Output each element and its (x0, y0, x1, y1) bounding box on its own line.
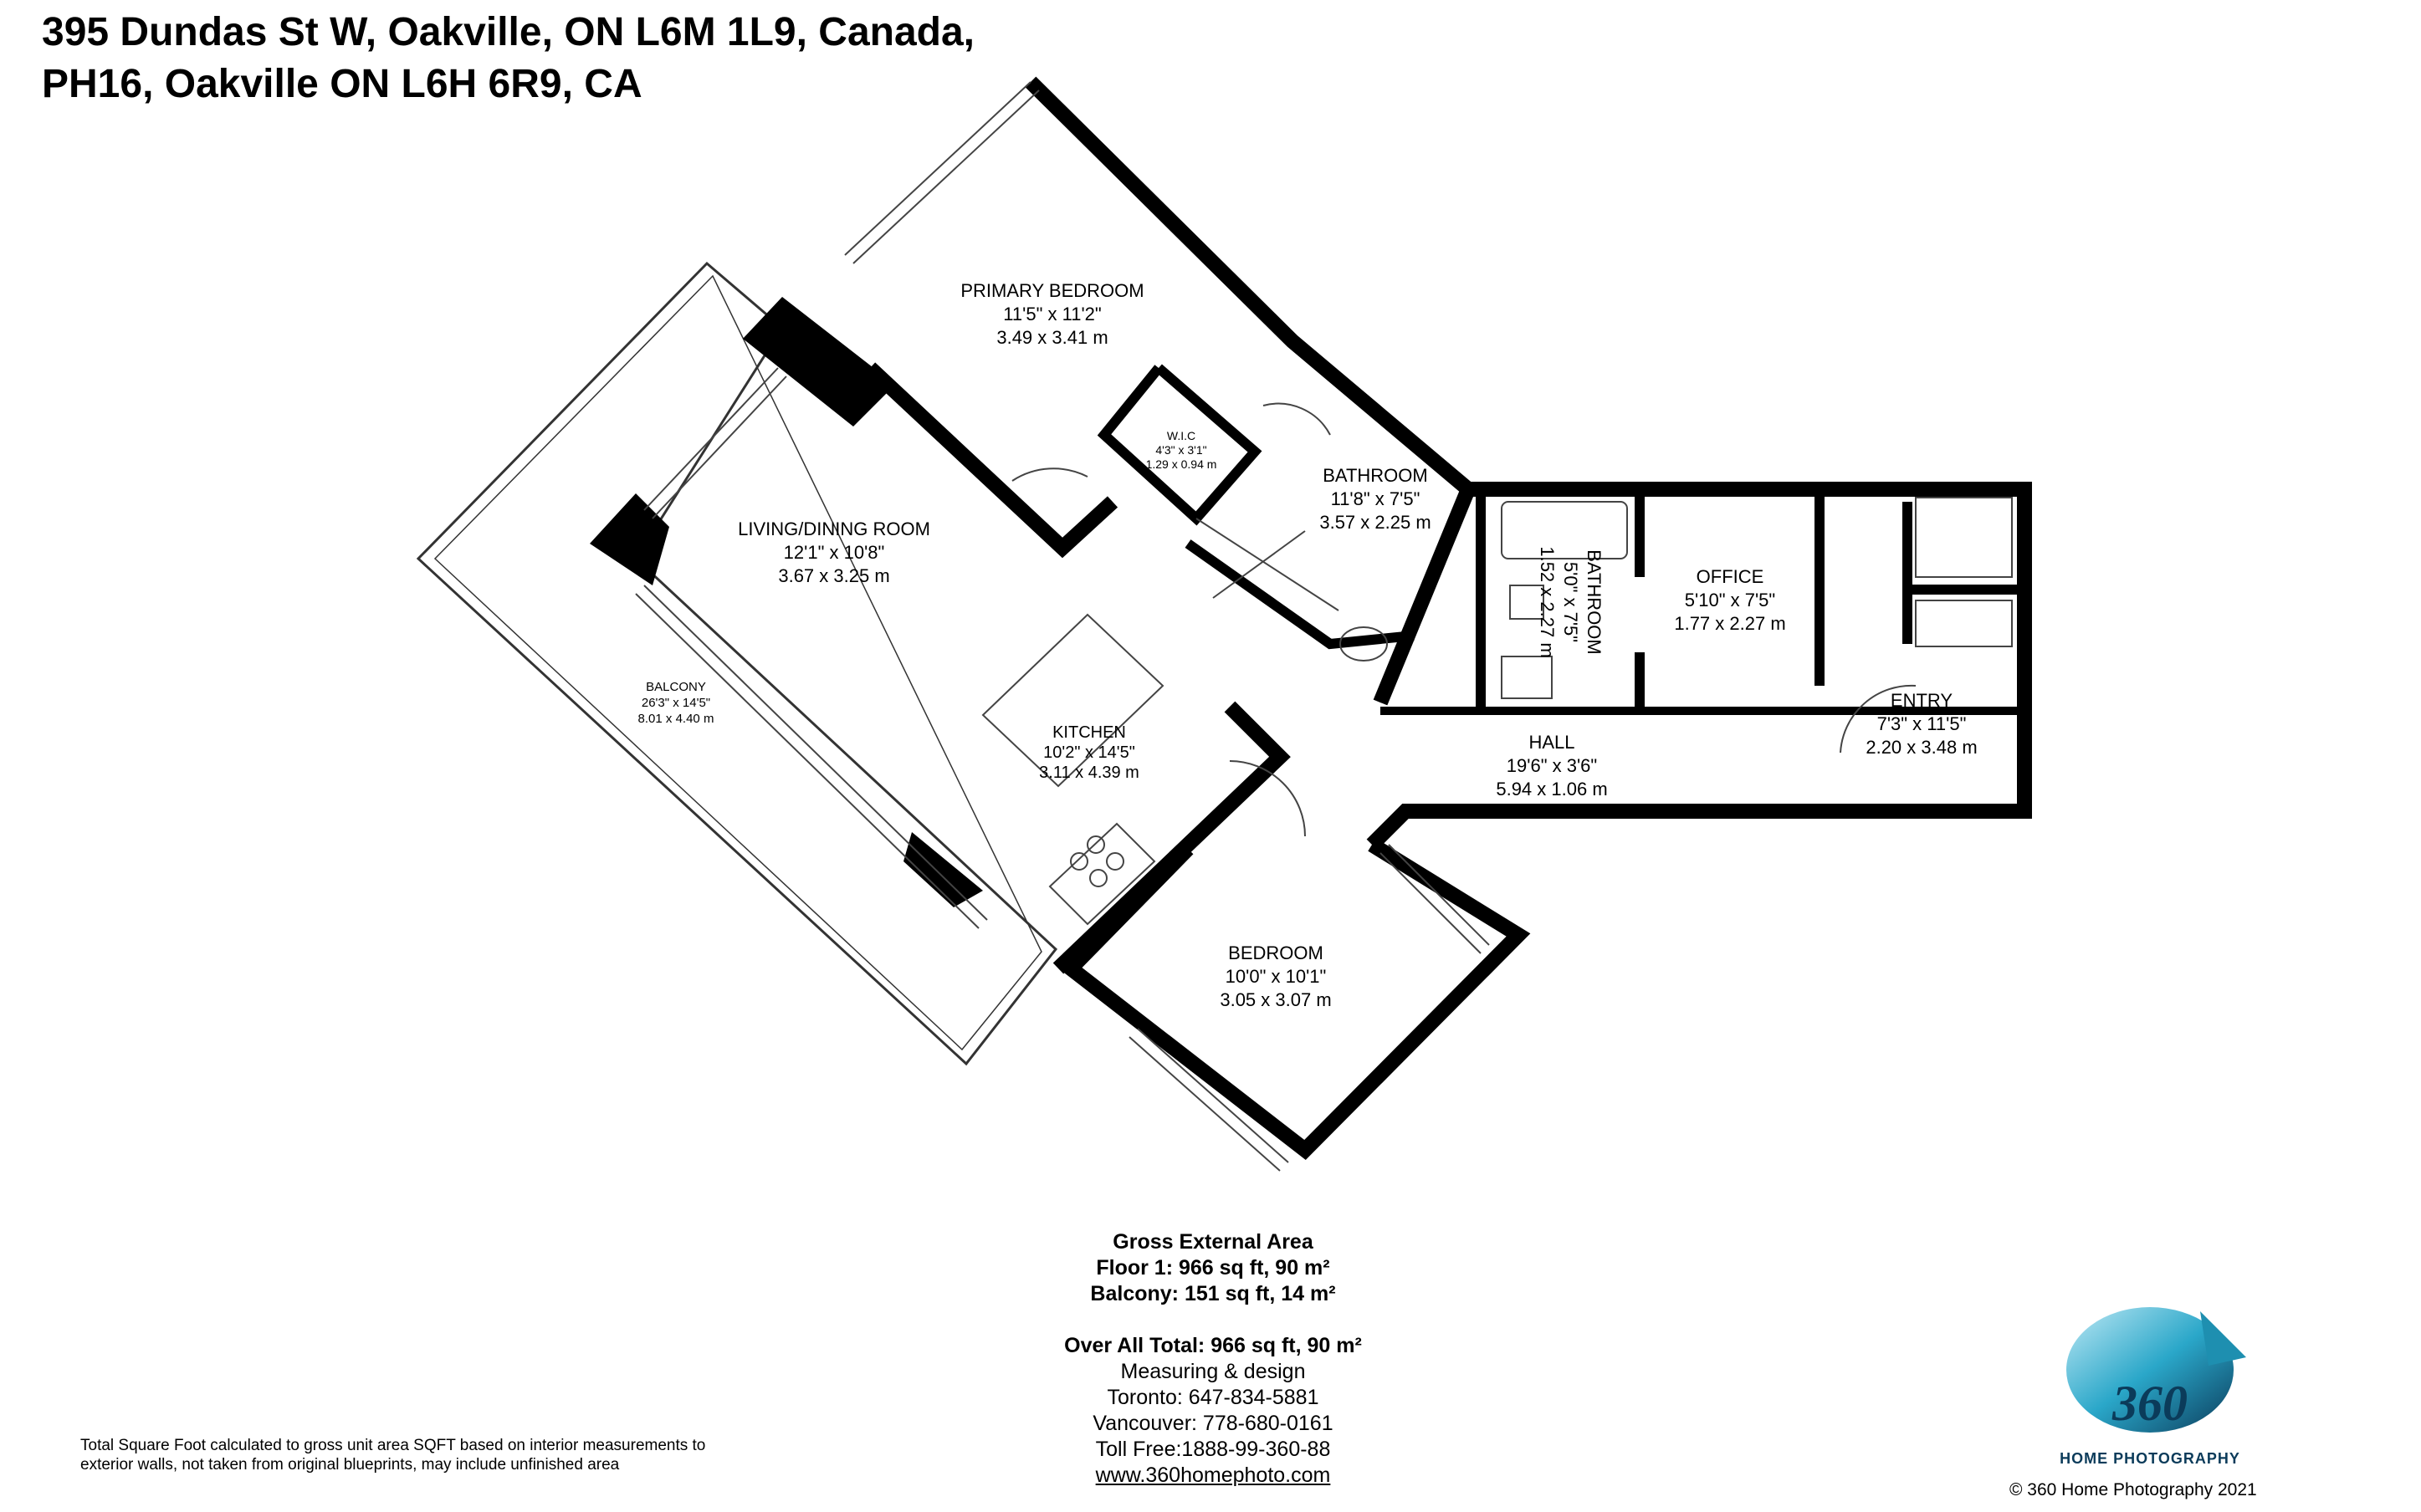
phone-tollfree: Toll Free:1888-99-360-88 (1095, 1438, 1331, 1461)
room-imperial: 5'0" x 7'5" (1560, 562, 1581, 642)
room-imperial: 5'10" x 7'5" (1685, 590, 1775, 610)
fixtures (981, 402, 2013, 926)
room-balcony: BALCONY 26'3" x 14'5" 8.01 x 4.40 m (638, 680, 714, 726)
room-imperial: 26'3" x 14'5" (642, 696, 710, 710)
room-name: KITCHEN (1052, 723, 1126, 742)
room-wic: W.I.C 4'3" x 3'1" 1.29 x 0.94 m (1146, 429, 1217, 471)
company-logo: 360 Home Photography (2041, 1286, 2259, 1479)
logo-number: 360 (2111, 1376, 2188, 1431)
copyright-text: © 360 Home Photography 2021 (2009, 1480, 2257, 1499)
area-floor1: Floor 1: 966 sq ft, 90 m² (1096, 1256, 1330, 1280)
room-name: BEDROOM (1228, 942, 1323, 963)
area-total: Over All Total: 966 sq ft, 90 m² (1064, 1334, 1362, 1357)
room-name: BALCONY (646, 680, 706, 694)
room-imperial: 7'3" x 11'5" (1877, 713, 1967, 734)
website-link[interactable]: www.360homephoto.com (1095, 1463, 1331, 1487)
room-entry: ENTRY 7'3" x 11'5" 2.20 x 3.48 m (1866, 690, 1977, 758)
room-imperial: 4'3" x 3'1" (1155, 443, 1206, 457)
room-name: W.I.C (1167, 429, 1195, 442)
address-line-2: PH16, Oakville ON L6H 6R9, CA (42, 62, 642, 106)
balcony-outline (416, 261, 1058, 1066)
room-name: BATHROOM (1584, 549, 1605, 654)
phone-toronto: Toronto: 647-834-5881 (1107, 1386, 1319, 1409)
room-name: ENTRY (1891, 690, 1953, 711)
room-metric: 2.20 x 3.48 m (1866, 737, 1977, 758)
room-name: OFFICE (1697, 566, 1764, 587)
room-bathroom-2: BATHROOM 5'0" x 7'5" 1.52 x 2.27 m (1537, 546, 1605, 657)
room-name: BATHROOM (1323, 465, 1427, 486)
room-bathroom-primary: BATHROOM 11'8" x 7'5" 3.57 x 2.25 m (1319, 465, 1431, 533)
address-line-1: 395 Dundas St W, Oakville, ON L6M 1L9, C… (42, 10, 975, 54)
logo-arrow-icon (2200, 1311, 2246, 1366)
room-metric: 5.94 x 1.06 m (1496, 779, 1607, 799)
room-name: LIVING/DINING ROOM (738, 518, 930, 539)
disclaimer-text: Total Square Foot calculated to gross un… (80, 1437, 706, 1474)
columns (590, 297, 983, 907)
room-metric: 1.29 x 0.94 m (1146, 457, 1217, 471)
logo-globe (2066, 1307, 2234, 1433)
walls (864, 76, 2032, 1160)
area-heading: Gross External Area (1113, 1230, 1313, 1254)
room-metric: 8.01 x 4.40 m (638, 712, 714, 726)
address-title: 395 Dundas St W, Oakville, ON L6M 1L9, C… (42, 7, 975, 110)
room-metric: 3.57 x 2.25 m (1319, 512, 1431, 533)
room-office: OFFICE 5'10" x 7'5" 1.77 x 2.27 m (1674, 566, 1785, 634)
room-name: PRIMARY BEDROOM (960, 280, 1144, 301)
room-bedroom: BEDROOM 10'0" x 10'1" 3.05 x 3.07 m (1220, 942, 1331, 1010)
phone-vancouver: Vancouver: 778-680-0161 (1093, 1412, 1333, 1435)
room-imperial: 10'2" x 14'5" (1043, 743, 1135, 762)
room-kitchen: KITCHEN 10'2" x 14'5" 3.11 x 4.39 m (1039, 723, 1139, 782)
room-imperial: 19'6" x 3'6" (1507, 755, 1597, 776)
room-primary-bedroom: PRIMARY BEDROOM 11'5" x 11'2" 3.49 x 3.4… (960, 280, 1144, 348)
room-metric: 1.77 x 2.27 m (1674, 613, 1785, 634)
room-imperial: 12'1" x 10'8" (784, 542, 885, 563)
room-metric: 1.52 x 2.27 m (1537, 546, 1558, 657)
logo-tagline: Home Photography (2060, 1450, 2240, 1467)
windows (635, 81, 1490, 1172)
area-balcony: Balcony: 151 sq ft, 14 m² (1090, 1282, 1336, 1305)
area-credit: Measuring & design (1120, 1360, 1306, 1383)
room-living-dining: LIVING/DINING ROOM 12'1" x 10'8" 3.67 x … (738, 518, 930, 586)
room-metric: 3.67 x 3.25 m (778, 565, 889, 586)
room-imperial: 11'8" x 7'5" (1331, 488, 1420, 509)
room-hall: HALL 19'6" x 3'6" 5.94 x 1.06 m (1496, 732, 1607, 799)
room-imperial: 11'5" x 11'2" (1003, 304, 1101, 324)
room-metric: 3.11 x 4.39 m (1039, 764, 1139, 782)
room-name: HALL (1528, 732, 1574, 753)
room-imperial: 10'0" x 10'1" (1226, 966, 1327, 987)
room-metric: 3.49 x 3.41 m (996, 327, 1108, 348)
room-metric: 3.05 x 3.07 m (1220, 989, 1331, 1010)
area-summary: Gross External Area Floor 1: 966 sq ft, … (1004, 1229, 1422, 1489)
